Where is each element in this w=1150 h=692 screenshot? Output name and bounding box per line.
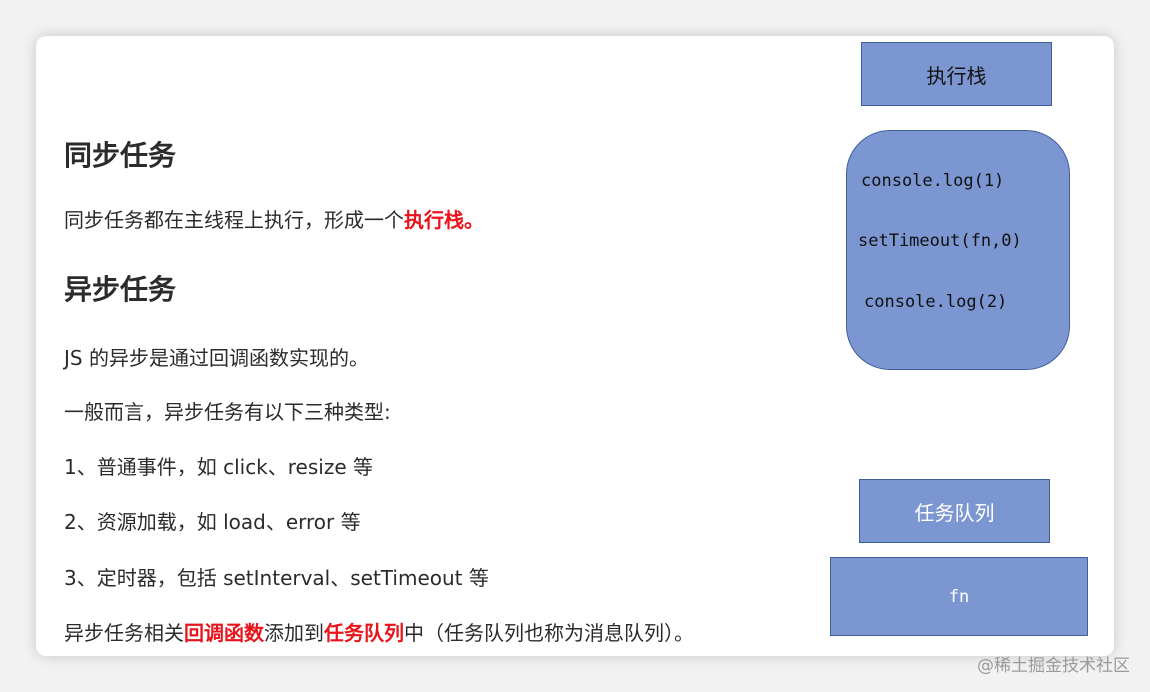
stack-item: console.log(2) (864, 292, 1008, 312)
sync-highlight: 执行栈。 (404, 208, 484, 232)
watermark: @稀土掘金技术社区 (977, 656, 1130, 676)
summary-highlight-callback: 回调函数 (184, 621, 264, 645)
queue-item: fn (948, 586, 970, 607)
task-queue-label: 任务队列 (914, 500, 995, 525)
exec-stack-label-box: 执行栈 (861, 42, 1052, 106)
async-item-3: 3、定时器，包括 setInterval、setTimeout 等 (64, 566, 489, 590)
stack-item: setTimeout(fn,0) (858, 231, 1022, 251)
summary-part-2: 添加到 (264, 621, 324, 645)
sync-description: 同步任务都在主线程上执行，形成一个执行栈。 (64, 204, 484, 233)
sync-heading: 同步任务 (64, 139, 177, 172)
exec-stack-label: 执行栈 (926, 63, 987, 88)
async-item-2: 2、资源加载，如 load、error 等 (64, 510, 361, 534)
stack-item: console.log(1) (861, 171, 1005, 191)
summary-part-3: 中（任务队列也称为消息队列）。 (404, 621, 694, 645)
async-heading: 异步任务 (64, 273, 177, 306)
sync-text: 同步任务都在主线程上执行，形成一个 (64, 208, 404, 232)
async-line-1: JS 的异步是通过回调函数实现的。 (64, 346, 369, 370)
async-item-1: 1、普通事件，如 click、resize 等 (64, 455, 373, 479)
exec-stack: console.log(1) setTimeout(fn,0) console.… (846, 130, 1070, 370)
async-line-2: 一般而言，异步任务有以下三种类型: (64, 400, 391, 424)
summary-part-1: 异步任务相关 (64, 621, 184, 645)
summary-highlight-queue: 任务队列 (324, 621, 404, 645)
task-queue-box: fn (830, 557, 1088, 636)
task-queue-label-box: 任务队列 (859, 479, 1050, 543)
async-summary: 异步任务相关回调函数添加到任务队列中（任务队列也称为消息队列）。 (64, 617, 694, 646)
